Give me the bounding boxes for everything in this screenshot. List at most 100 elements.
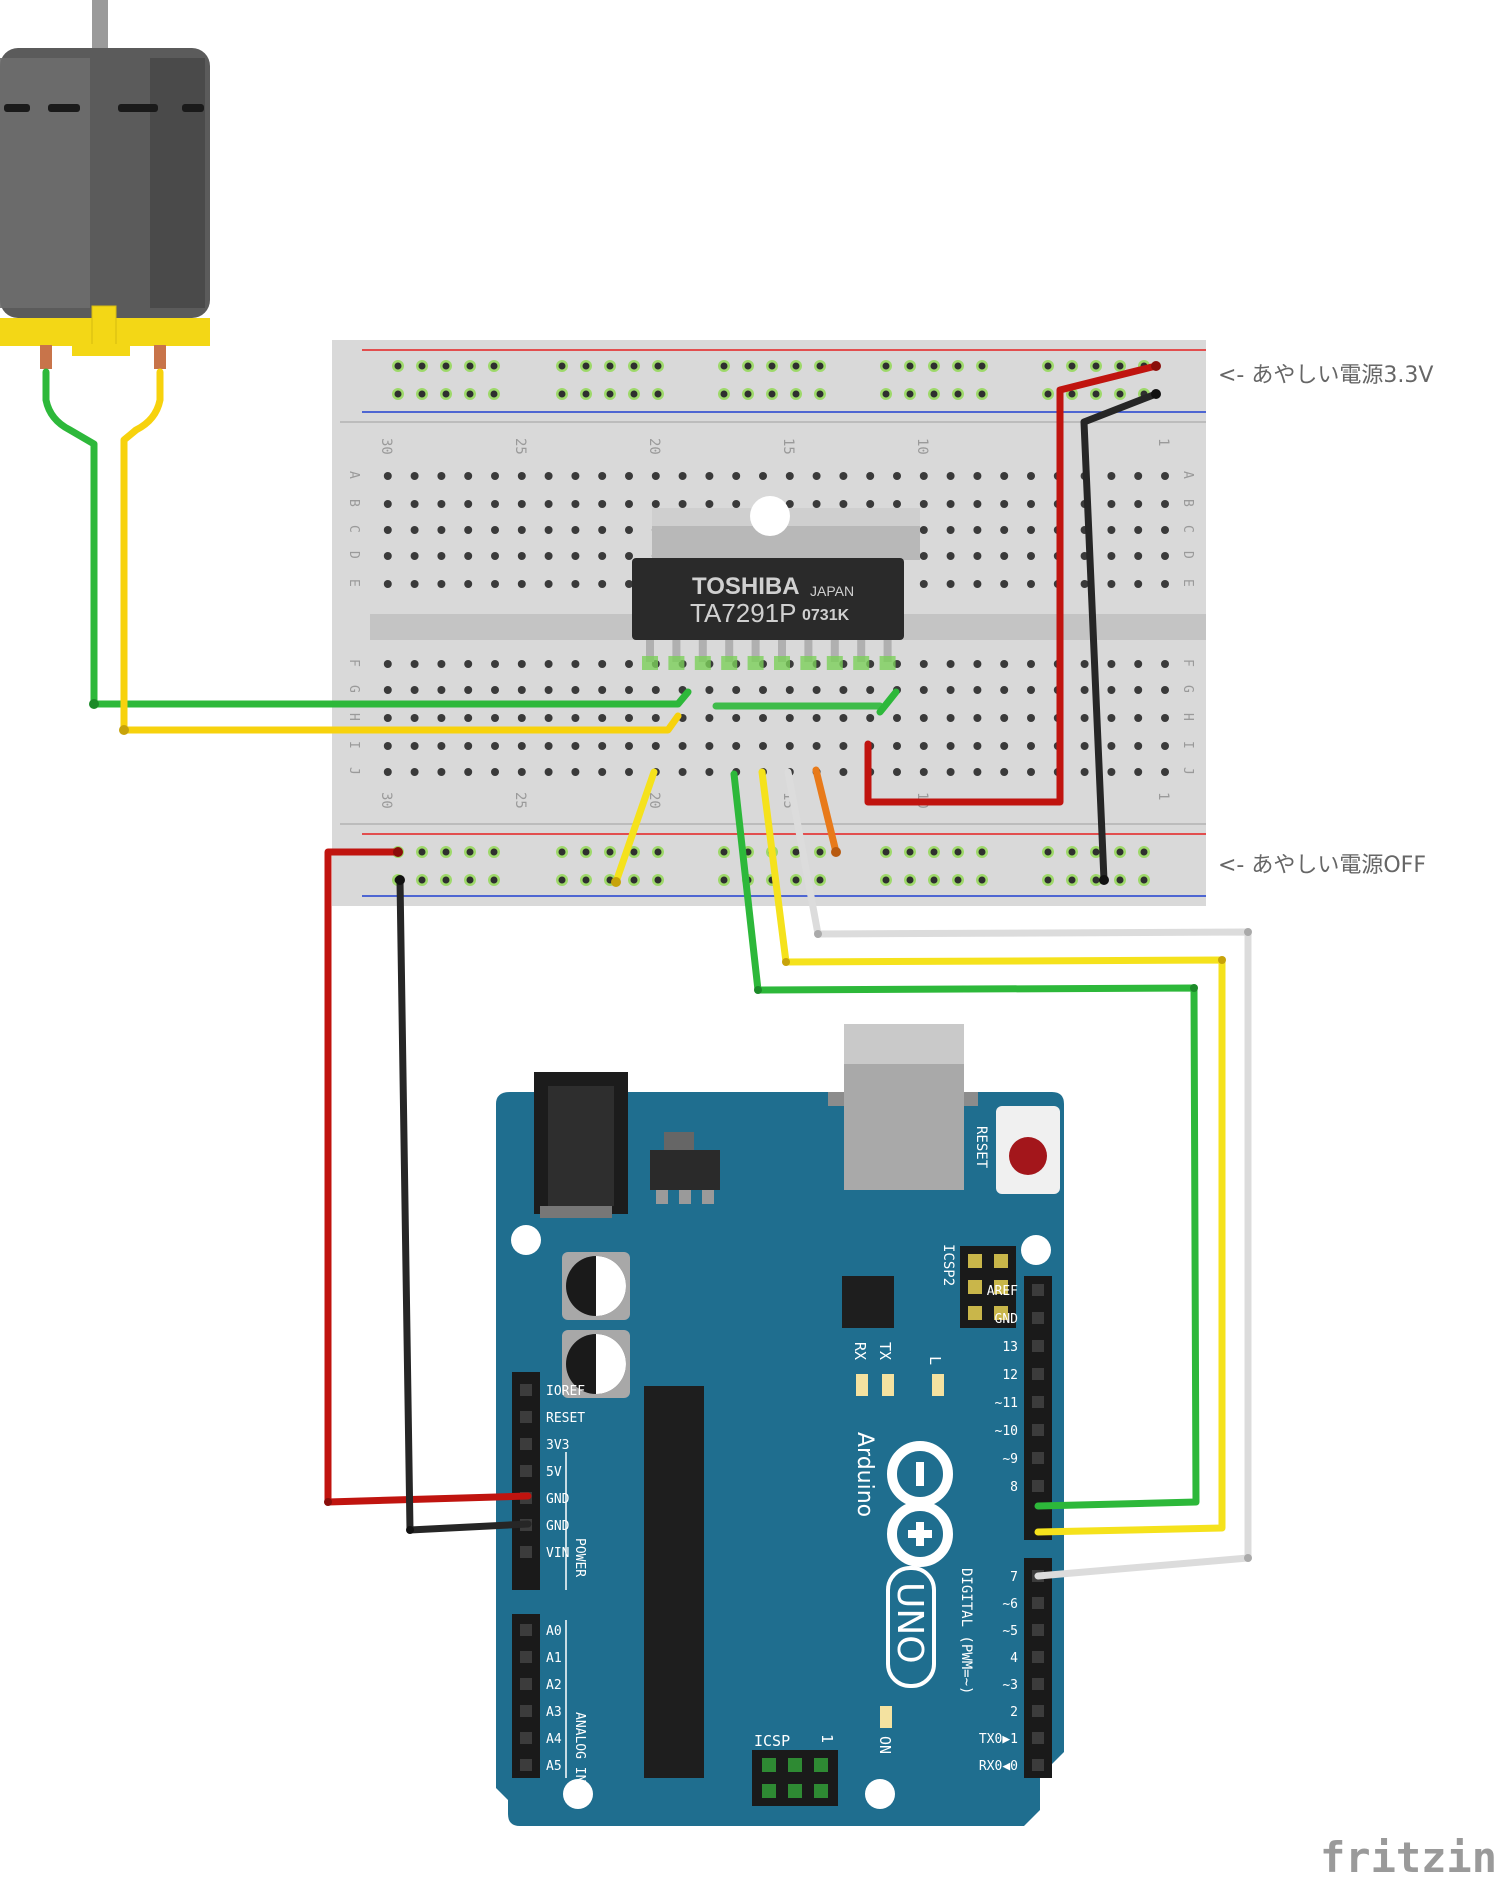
- breadboard-hole[interactable]: [785, 472, 794, 480]
- breadboard-hole[interactable]: [625, 660, 633, 668]
- rail-hole[interactable]: [792, 362, 800, 370]
- breadboard-hole[interactable]: [812, 742, 821, 750]
- breadboard-hole[interactable]: [464, 714, 473, 722]
- breadboard-hole[interactable]: [1000, 552, 1009, 560]
- rail-hole[interactable]: [720, 362, 728, 370]
- header-pin[interactable]: [520, 1651, 532, 1663]
- header-pin[interactable]: [1032, 1424, 1044, 1436]
- breadboard-hole[interactable]: [759, 714, 767, 722]
- breadboard-hole[interactable]: [625, 500, 633, 508]
- breadboard-hole[interactable]: [1080, 686, 1089, 694]
- breadboard-hole[interactable]: [705, 742, 714, 750]
- breadboard-hole[interactable]: [1161, 552, 1169, 560]
- breadboard-hole[interactable]: [1161, 768, 1169, 776]
- breadboard-hole[interactable]: [1080, 742, 1089, 750]
- breadboard-hole[interactable]: [598, 742, 607, 750]
- breadboard-hole[interactable]: [946, 580, 955, 588]
- breadboard-hole[interactable]: [1161, 526, 1169, 534]
- breadboard-hole[interactable]: [1027, 686, 1035, 694]
- breadboard-hole[interactable]: [491, 714, 499, 722]
- breadboard-hole[interactable]: [464, 552, 473, 560]
- breadboard-hole[interactable]: [973, 500, 982, 508]
- breadboard-hole[interactable]: [598, 686, 607, 694]
- rail-hole[interactable]: [394, 362, 402, 370]
- rail-hole[interactable]: [816, 848, 824, 856]
- breadboard-hole[interactable]: [946, 526, 955, 534]
- rail-hole[interactable]: [442, 848, 450, 856]
- rail-hole[interactable]: [418, 876, 426, 884]
- breadboard-hole[interactable]: [1107, 742, 1116, 750]
- breadboard-hole[interactable]: [946, 714, 955, 722]
- breadboard-hole[interactable]: [437, 660, 446, 668]
- rail-hole[interactable]: [930, 362, 938, 370]
- breadboard-hole[interactable]: [517, 660, 526, 668]
- breadboard-hole[interactable]: [946, 500, 955, 508]
- rail-hole[interactable]: [882, 362, 890, 370]
- breadboard-hole[interactable]: [383, 686, 392, 694]
- breadboard-hole[interactable]: [383, 660, 392, 668]
- breadboard-hole[interactable]: [1080, 714, 1089, 722]
- breadboard-hole[interactable]: [1027, 552, 1035, 560]
- breadboard-hole[interactable]: [464, 580, 473, 588]
- rail-hole[interactable]: [606, 390, 614, 398]
- rail-hole[interactable]: [442, 876, 450, 884]
- breadboard-hole[interactable]: [651, 686, 660, 694]
- breadboard-hole[interactable]: [625, 768, 633, 776]
- breadboard-hole[interactable]: [946, 768, 955, 776]
- rail-hole[interactable]: [744, 362, 752, 370]
- breadboard-hole[interactable]: [517, 742, 526, 750]
- breadboard-hole[interactable]: [678, 742, 687, 750]
- header-pin[interactable]: [1032, 1597, 1044, 1609]
- breadboard-hole[interactable]: [437, 580, 446, 588]
- header-pin[interactable]: [520, 1624, 532, 1636]
- breadboard-hole[interactable]: [544, 714, 553, 722]
- wire-bb-orange[interactable]: [812, 766, 840, 856]
- wire-supply-black[interactable]: [1080, 390, 1160, 884]
- breadboard-hole[interactable]: [437, 526, 446, 534]
- breadboard-hole[interactable]: [410, 500, 419, 508]
- header-pin[interactable]: [1032, 1396, 1044, 1408]
- breadboard-hole[interactable]: [678, 500, 687, 508]
- header-pin[interactable]: [1032, 1705, 1044, 1717]
- rail-hole[interactable]: [906, 876, 914, 884]
- rail-hole[interactable]: [720, 390, 728, 398]
- rail-hole[interactable]: [720, 876, 728, 884]
- header-pin[interactable]: [520, 1465, 532, 1477]
- breadboard-hole[interactable]: [437, 742, 446, 750]
- breadboard-hole[interactable]: [598, 500, 607, 508]
- breadboard-hole[interactable]: [625, 580, 633, 588]
- breadboard-hole[interactable]: [1027, 660, 1035, 668]
- breadboard-hole[interactable]: [1134, 742, 1143, 750]
- breadboard-hole[interactable]: [919, 686, 928, 694]
- header-pin[interactable]: [1032, 1284, 1044, 1296]
- rail-hole[interactable]: [654, 848, 662, 856]
- header-pin[interactable]: [1032, 1678, 1044, 1690]
- breadboard-hole[interactable]: [919, 580, 928, 588]
- breadboard-hole[interactable]: [625, 742, 633, 750]
- breadboard-hole[interactable]: [625, 472, 633, 480]
- breadboard-hole[interactable]: [973, 660, 982, 668]
- header-pin[interactable]: [1032, 1340, 1044, 1352]
- breadboard-hole[interactable]: [866, 686, 875, 694]
- breadboard-hole[interactable]: [437, 714, 446, 722]
- rail-hole[interactable]: [1044, 362, 1052, 370]
- breadboard-hole[interactable]: [410, 526, 419, 534]
- wire-5v-red[interactable]: [324, 848, 532, 1506]
- breadboard-hole[interactable]: [919, 552, 928, 560]
- rail-hole[interactable]: [1140, 876, 1148, 884]
- rail-hole[interactable]: [954, 362, 962, 370]
- rail-hole[interactable]: [630, 848, 638, 856]
- rail-hole[interactable]: [582, 848, 590, 856]
- breadboard-hole[interactable]: [839, 500, 848, 508]
- breadboard-hole[interactable]: [464, 526, 473, 534]
- breadboard-hole[interactable]: [1027, 742, 1035, 750]
- breadboard-hole[interactable]: [517, 768, 526, 776]
- breadboard-hole[interactable]: [571, 472, 580, 480]
- rail-hole[interactable]: [442, 362, 450, 370]
- breadboard-hole[interactable]: [410, 580, 419, 588]
- rail-hole[interactable]: [394, 390, 402, 398]
- header-pin[interactable]: [1032, 1651, 1044, 1663]
- breadboard-hole[interactable]: [598, 768, 607, 776]
- rail-hole[interactable]: [466, 848, 474, 856]
- breadboard-hole[interactable]: [1107, 768, 1116, 776]
